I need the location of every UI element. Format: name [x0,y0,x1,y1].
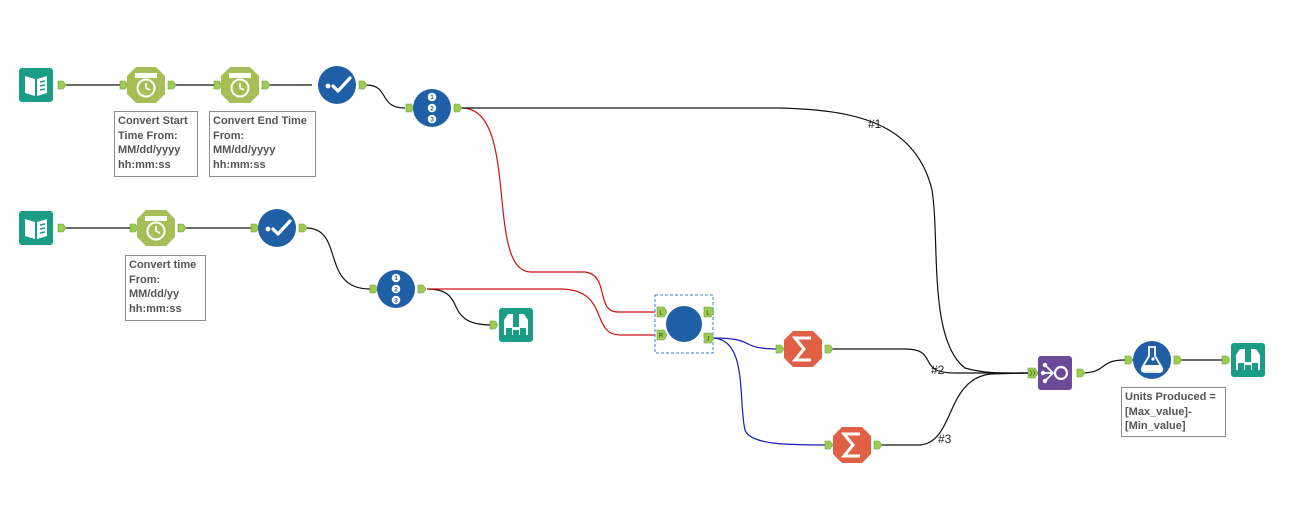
wire-label-2: #2 [931,363,945,377]
svg-text:3: 3 [430,116,434,123]
wire-join-summarize1[interactable] [711,337,781,350]
connections [66,84,1228,446]
anchor-label: L [659,311,663,317]
input-data-icon [19,68,53,102]
input-data-tool-2[interactable] [19,211,67,245]
wire-select2-sample2[interactable] [305,227,371,290]
annotation-convert-start: Convert Start Time From: MM/dd/yyyy hh:m… [114,111,198,177]
formula-icon [1133,341,1171,379]
join-right-input-anchor[interactable]: R [656,329,668,341]
annotation-convert-time: Convert time From: MM/dd/yy hh:mm:ss [125,255,206,321]
svg-text:1: 1 [394,275,398,282]
input-data-tool-1[interactable] [19,68,67,102]
selection-box [654,294,714,354]
datetime-icon [127,67,165,103]
sample-icon: 1 2 3 [377,270,415,308]
annotation-line: MM/dd/yyyy [213,144,276,156]
annotation-line: [Min_value] [1125,420,1186,432]
annotation-line: Convert End Time [213,115,307,127]
anchor-label: L [706,311,710,317]
annotation-formula: Units Produced = [Max_value]- [Min_value… [1121,387,1226,437]
anchor-label: J [707,337,710,343]
wire-label-3: #3 [938,432,952,446]
wire-select1-sample1[interactable] [365,84,406,109]
union-icon [1038,356,1072,390]
annotation-line: hh:mm:ss [118,158,171,171]
wire-sample2-join[interactable] [427,288,655,336]
sample-tool-2[interactable]: 1 2 3 [369,270,427,308]
wire-sample1-union[interactable] [462,107,1031,374]
join-join-output-anchor[interactable]: J [703,332,715,344]
join-icon [666,306,702,342]
join-tool[interactable]: L R L J [654,294,715,354]
browse-icon [499,308,533,342]
summarize-icon [833,427,871,463]
sample-icon: 1 2 3 [413,89,451,127]
annotation-line: Convert Start [118,115,188,127]
input-data-icon [19,211,53,245]
wire-sample2-browse1[interactable] [426,288,493,326]
select-icon [258,209,296,247]
annotation-line: From: [129,273,161,286]
select-tool-2[interactable] [250,209,308,247]
wire-join-summarize2[interactable] [711,337,829,446]
wire-label-1: #1 [868,117,882,131]
annotation-line: hh:mm:ss [129,302,182,315]
select-tool-1[interactable] [318,66,368,104]
svg-text:1: 1 [430,94,434,101]
svg-text:2: 2 [430,105,434,112]
annotation-line: Convert time [129,259,197,271]
formula-tool[interactable] [1124,341,1183,379]
datetime-icon [221,67,259,103]
join-left-output-anchor[interactable]: L [703,306,715,318]
wire-summarize1-union[interactable] [827,348,1030,374]
datetime-tool-1[interactable] [119,67,177,103]
svg-text:2: 2 [394,286,398,293]
union-tool[interactable] [1027,356,1086,390]
wire-union-formula[interactable] [1080,359,1126,374]
browse-tool-2[interactable] [1221,343,1265,377]
anchor-label: R [659,334,664,340]
join-left-input-anchor[interactable]: L [656,306,668,318]
wire-sample1-join[interactable] [461,107,655,313]
annotation-line: [Max_value]- [1125,405,1192,418]
annotation-line: MM/dd/yyyy [118,144,181,156]
annotation-line: MM/dd/yy [129,288,180,300]
select-icon [318,66,356,104]
annotation-convert-end: Convert End Time From: MM/dd/yyyy hh:mm:… [209,111,316,177]
sample-tool-1[interactable]: 1 2 3 [405,89,463,127]
annotation-line: hh:mm:ss [213,158,266,171]
summarize-icon [784,331,822,367]
wire-summarize2-union[interactable] [878,372,1031,446]
union-input-anchor[interactable] [1027,367,1039,379]
browse-icon [1231,343,1265,377]
annotation-line: Time From: [118,129,178,142]
annotation-line: From: [213,129,245,142]
browse-tool-1[interactable] [489,308,533,342]
summarize-tool-1[interactable] [775,331,834,367]
datetime-tool-2[interactable] [213,67,271,103]
annotation-line: Units Produced = [1125,391,1216,403]
svg-text:3: 3 [394,297,398,304]
datetime-icon [137,210,175,246]
summarize-tool-2[interactable] [824,427,883,463]
datetime-tool-3[interactable] [129,210,187,246]
